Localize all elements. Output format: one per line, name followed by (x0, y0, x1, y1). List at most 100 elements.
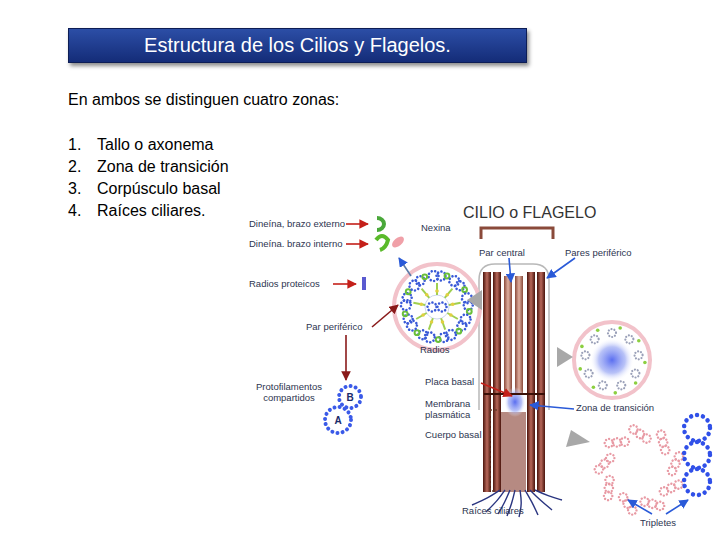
illustration-path (399, 258, 411, 276)
part-label: Protofilamentos compartidos (247, 382, 331, 404)
list-number: 1. (68, 136, 81, 154)
illustration-polygon (557, 347, 573, 367)
illustration-g (333, 218, 710, 515)
illustration-path (481, 383, 512, 396)
illustration-path (377, 218, 384, 230)
part-label: Cuerpo basal (425, 430, 482, 441)
slide-title: Estructura de los Cilios y Flagelos. (68, 28, 527, 63)
illustration-path (372, 305, 398, 327)
bead-ring (339, 386, 361, 408)
list-number: 2. (68, 158, 81, 176)
illustration-path (481, 228, 553, 239)
list-number: 3. (68, 180, 81, 198)
illustration-circle (436, 337, 441, 342)
illustration-circle (419, 302, 423, 306)
illustration-circle (643, 361, 647, 365)
illustration-line (484, 393, 545, 395)
illustration-path (490, 410, 497, 491)
illustration-rect (362, 277, 366, 290)
illustration-circle (684, 442, 710, 468)
part-label: Radios proteicos (249, 279, 320, 290)
illustration-circle (456, 329, 461, 334)
illustration-rect (537, 272, 545, 492)
illustration-line (416, 313, 426, 319)
illustration-circle (422, 274, 427, 279)
illustration-circle (428, 303, 437, 312)
illustration-circle (684, 469, 710, 495)
illustration-circle (425, 293, 429, 297)
illustration-circle (574, 322, 650, 398)
illustration-circle (462, 287, 467, 292)
intro-text: En ambos se distinguen cuatro zonas: (68, 91, 339, 109)
illustration-circle (451, 302, 455, 306)
illustration-path (530, 405, 574, 409)
illustration-path (346, 223, 368, 225)
illustration-line (436, 283, 438, 295)
bead-ring (325, 407, 351, 433)
illustration-line (445, 289, 453, 298)
part-label: Dineína. brazo interno (249, 239, 342, 250)
illustration-circle (578, 367, 582, 371)
illustration-circle (403, 311, 408, 316)
microtubule-circle: A (323, 405, 353, 435)
illustration-circle (449, 313, 453, 317)
illustration-rect (493, 272, 501, 492)
illustration-circle (581, 351, 589, 359)
part-label: Placa basal (425, 377, 474, 388)
illustration-ellipse (504, 387, 526, 417)
illustration-circle (606, 454, 614, 462)
illustration-circle (599, 381, 607, 389)
illustration-path (345, 335, 347, 380)
illustration-circle (435, 289, 439, 293)
illustration-circle (637, 339, 641, 343)
list-item: Raíces ciliares. (97, 202, 205, 220)
illustration-circle (668, 467, 676, 475)
illustration-circle (592, 385, 596, 389)
illustration-circle (619, 493, 627, 501)
list-item: Tallo o axonema (97, 136, 214, 154)
part-label: Dineína, brazo externo (249, 219, 345, 230)
illustration-circle (608, 329, 616, 337)
illustration-circle (445, 293, 449, 297)
illustration-circle (642, 434, 650, 442)
illustration-circle (409, 281, 419, 291)
part-label: Par central (479, 248, 525, 259)
illustration-circle (661, 446, 669, 454)
illustration-circle (590, 338, 634, 382)
illustration-circle (585, 370, 593, 378)
illustration-circle (596, 328, 600, 332)
illustration-line (449, 303, 461, 305)
illustration-circle (625, 335, 633, 343)
illustration-circle (591, 335, 599, 343)
illustration-circle (441, 320, 445, 324)
illustration-circle (394, 264, 480, 350)
illustration-path (525, 490, 538, 515)
part-label: Membrana plasmática (425, 399, 485, 421)
illustration-path (333, 283, 356, 285)
illustration-rect (501, 412, 526, 492)
part-label: Zona de transición (576, 403, 654, 414)
illustration-circle (605, 476, 613, 484)
tubule-letter: A (334, 415, 341, 426)
part-label: Par periférico (306, 322, 363, 333)
illustration-path (472, 490, 500, 505)
illustration-line (429, 318, 433, 329)
part-label: Tripletes (640, 518, 676, 529)
illustration-circle (467, 309, 472, 314)
illustration-circle (618, 326, 622, 330)
illustration-line (422, 289, 430, 298)
illustration-ellipse (390, 234, 406, 249)
illustration-circle (617, 381, 625, 389)
illustration-circle (580, 345, 584, 349)
illustration-circle (430, 320, 434, 324)
illustration-circle (640, 498, 648, 506)
tubule-letter: B (346, 392, 353, 403)
illustration-circle (628, 506, 636, 514)
illustration-rect (527, 272, 535, 492)
illustration-circle (406, 289, 411, 294)
illustration-polygon (467, 290, 482, 310)
illustration-circle (438, 303, 447, 312)
illustration-line (447, 313, 457, 319)
list-number: 4. (68, 202, 81, 220)
illustration-circle (634, 381, 638, 385)
